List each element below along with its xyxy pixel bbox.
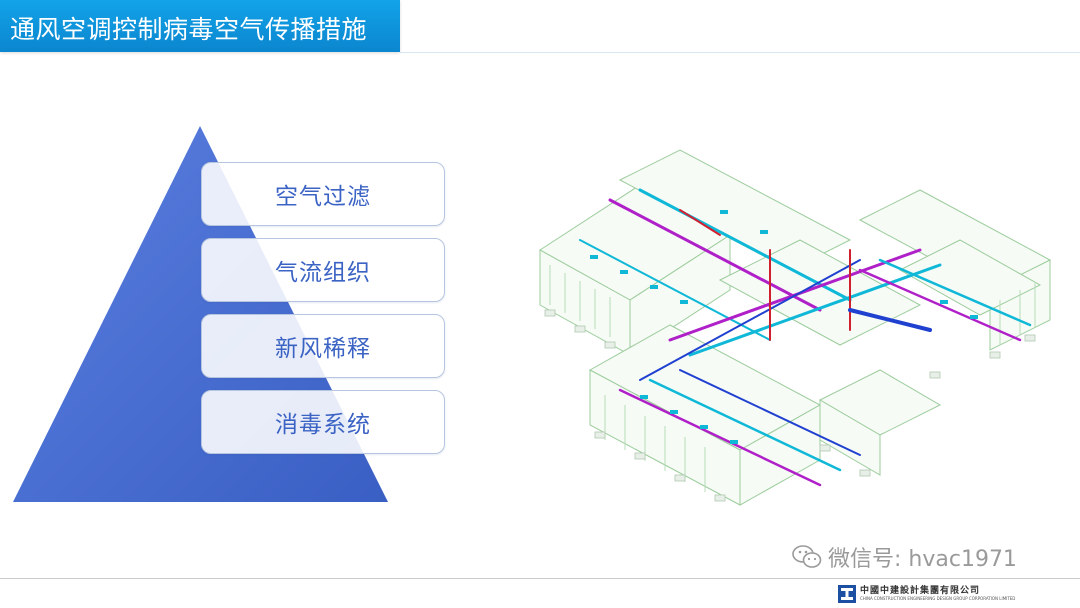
watermark-text: 微信号: hvac1971 xyxy=(828,547,1017,572)
footer-divider xyxy=(0,578,1080,579)
pyramid-item-label: 消毒系统 xyxy=(275,412,371,438)
company-footer: 中國中建設計集團有限公司 CHINA CONSTRUCTION ENGINEER… xyxy=(838,583,1028,605)
pyramid-item-label: 气流组织 xyxy=(275,260,371,286)
page-title: 通风空调控制病毒空气传播措施 xyxy=(10,15,368,44)
pyramid-item-label: 新风稀释 xyxy=(275,336,371,362)
header-divider xyxy=(400,52,1080,53)
wechat-icon xyxy=(792,545,822,568)
pyramid-item-air-filtration: 空气过滤 xyxy=(201,162,445,226)
pyramid-item-airflow-organization: 气流组织 xyxy=(201,238,445,302)
pyramid-item-fresh-air-dilution: 新风稀释 xyxy=(201,314,445,378)
pyramid-item-label: 空气过滤 xyxy=(275,184,371,210)
hvac-building-diagram xyxy=(539,149,1052,506)
wechat-watermark: 微信号: hvac1971 xyxy=(792,540,1017,574)
company-logo-icon xyxy=(838,585,856,603)
title-bar: 通风空调控制病毒空气传播措施 xyxy=(0,0,400,52)
company-name-en: CHINA CONSTRUCTION ENGINEERING DESIGN GR… xyxy=(860,596,1016,601)
pyramid-item-disinfection-system: 消毒系统 xyxy=(201,390,445,454)
company-name-cn: 中國中建設計集團有限公司 xyxy=(860,586,981,596)
